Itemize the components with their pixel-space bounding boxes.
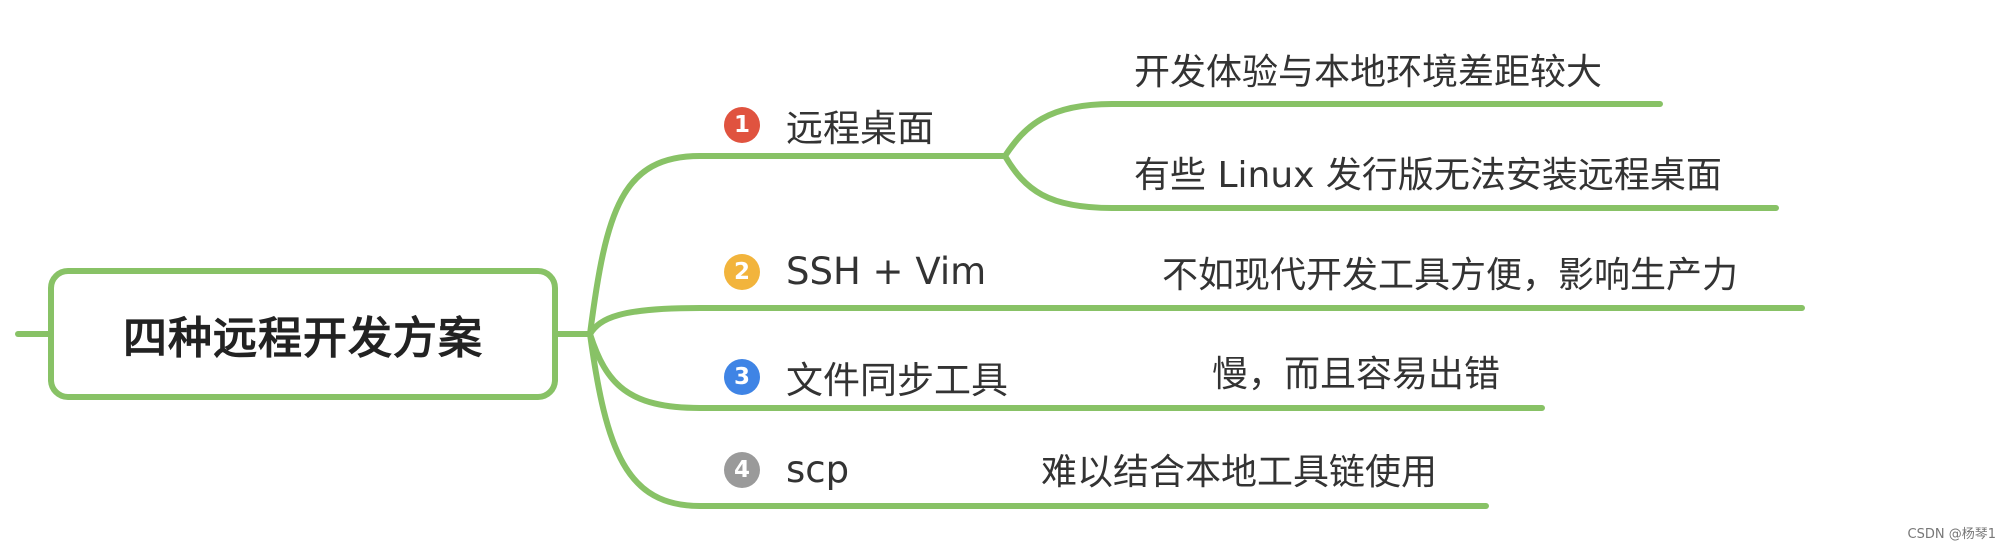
branch-label: 远程桌面 xyxy=(786,107,934,150)
root-title: 四种远程开发方案 xyxy=(123,313,483,364)
note-remote-desktop-experience[interactable]: 开发体验与本地环境差距较大 xyxy=(1134,52,1603,93)
note-file-sync-slow[interactable]: 慢，而且容易出错 xyxy=(1212,354,1501,395)
connector-branch-1 xyxy=(555,153,1008,337)
number-3-icon: 3 xyxy=(724,359,760,395)
connector-note-1b xyxy=(1002,153,1779,211)
branch-file-sync-tool[interactable]: 3 文件同步工具 xyxy=(724,350,1008,404)
branch-remote-desktop[interactable]: 1 远程桌面 xyxy=(724,98,934,152)
number-1-icon: 1 xyxy=(724,107,760,143)
number-4-icon: 4 xyxy=(724,451,760,488)
connector-branch-3 xyxy=(587,331,1545,411)
note-remote-desktop-linux[interactable]: 有些 Linux 发行版无法安装远程桌面 xyxy=(1134,155,1722,196)
connector-note-1a xyxy=(1002,101,1663,159)
watermark: CSDN @杨琴1 xyxy=(1907,527,1996,542)
branch-label: scp xyxy=(786,448,850,491)
number-2-icon: 2 xyxy=(724,253,760,290)
branch-label: SSH + Vim xyxy=(786,250,987,293)
note-ssh-vim-productivity[interactable]: 不如现代开发工具方便，影响生产力 xyxy=(1162,255,1739,296)
note-scp-toolchain[interactable]: 难以结合本地工具链使用 xyxy=(1041,452,1438,493)
connector-branch-2 xyxy=(587,305,1805,337)
branch-label: 文件同步工具 xyxy=(786,359,1008,402)
connector-branch-4 xyxy=(587,331,1489,509)
root-node[interactable]: 四种远程开发方案 xyxy=(48,268,558,400)
branch-scp[interactable]: 4 scp xyxy=(724,448,849,491)
branch-ssh-vim[interactable]: 2 SSH + Vim xyxy=(724,250,986,293)
